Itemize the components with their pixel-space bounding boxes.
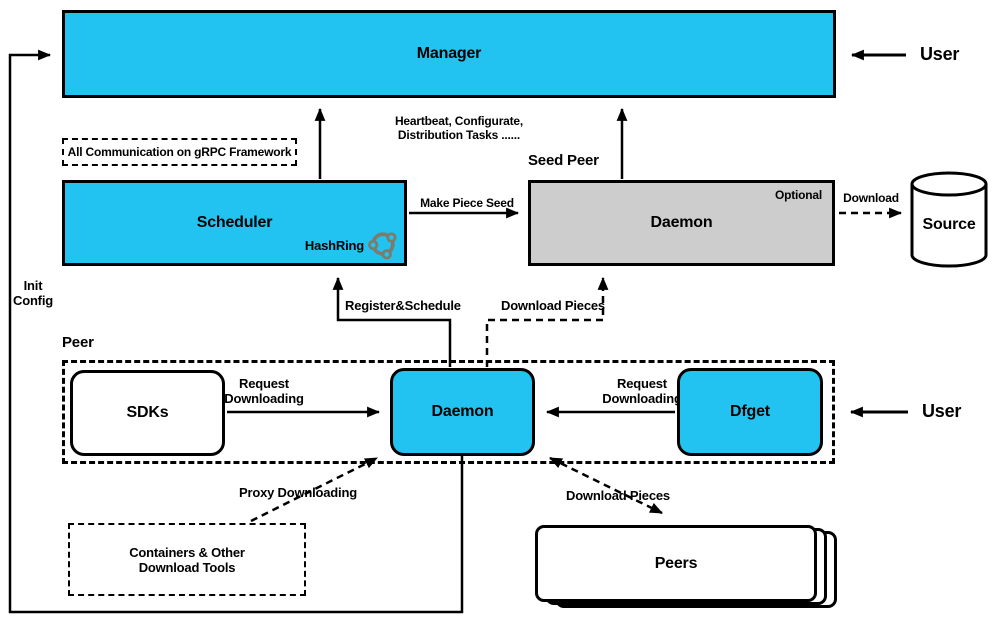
hashring-badge: HashRing	[305, 230, 398, 260]
peer-daemon-label: Daemon	[431, 403, 494, 420]
manager-node: Manager	[62, 10, 836, 98]
connector-register-schedule	[332, 276, 452, 367]
seed-peer-daemon-label: Daemon	[650, 214, 713, 231]
download-pieces-bottom-label: Download Pieces	[566, 488, 670, 503]
init-config-label: Init Config	[13, 278, 53, 308]
peer-daemon-node: Daemon	[390, 368, 535, 456]
proxy-downloading-label: Proxy Downloading	[239, 485, 357, 500]
peer-label: Peer	[62, 334, 94, 351]
connector-download-pieces-bottom	[549, 456, 663, 515]
user-top-label: User	[920, 44, 960, 64]
containers-label-line1: Containers & Other	[129, 544, 245, 560]
seed-peer-label: Seed Peer	[528, 152, 599, 169]
download-label: Download	[843, 191, 899, 205]
manager-label: Manager	[416, 45, 482, 62]
register-schedule-label: Register&Schedule	[345, 298, 461, 313]
grpc-note: All Communication on gRPC Framework	[62, 138, 297, 166]
make-piece-seed-label: Make Piece Seed	[420, 196, 514, 210]
hashring-label: HashRing	[304, 237, 364, 253]
optional-label: Optional	[774, 188, 822, 202]
grpc-note-label: All Communication on gRPC Framework	[67, 145, 292, 159]
user-bottom-label: User	[922, 401, 962, 421]
source-cylinder-icon	[910, 171, 988, 268]
request-downloading-dfget-label: Request Downloading	[602, 376, 682, 406]
scheduler-node: Scheduler HashRing	[62, 180, 407, 266]
source-label: Source	[922, 216, 976, 233]
heartbeat-label: Heartbeat, Configurate, Distribution Tas…	[394, 114, 524, 142]
peer-group-box	[62, 360, 835, 464]
seed-peer-daemon-node: Daemon Optional	[528, 180, 835, 266]
dfget-label: Dfget	[730, 403, 770, 420]
containers-node: Containers & Other Download Tools	[68, 523, 306, 596]
source-node: Source	[908, 170, 990, 270]
connector-download-pieces-top	[485, 276, 609, 367]
containers-label-line2: Download Tools	[138, 559, 236, 575]
scheduler-label: Scheduler	[196, 214, 273, 231]
sdks-label: SDKs	[126, 404, 169, 421]
peers-node: Peers	[535, 525, 817, 602]
peers-label: Peers	[654, 554, 698, 572]
hashring-icon	[368, 232, 397, 260]
dfget-node: Dfget	[677, 368, 823, 456]
sdks-node: SDKs	[70, 370, 225, 456]
request-downloading-sdk-label: Request Downloading	[224, 376, 304, 406]
download-pieces-top-label: Download Pieces	[501, 298, 605, 313]
